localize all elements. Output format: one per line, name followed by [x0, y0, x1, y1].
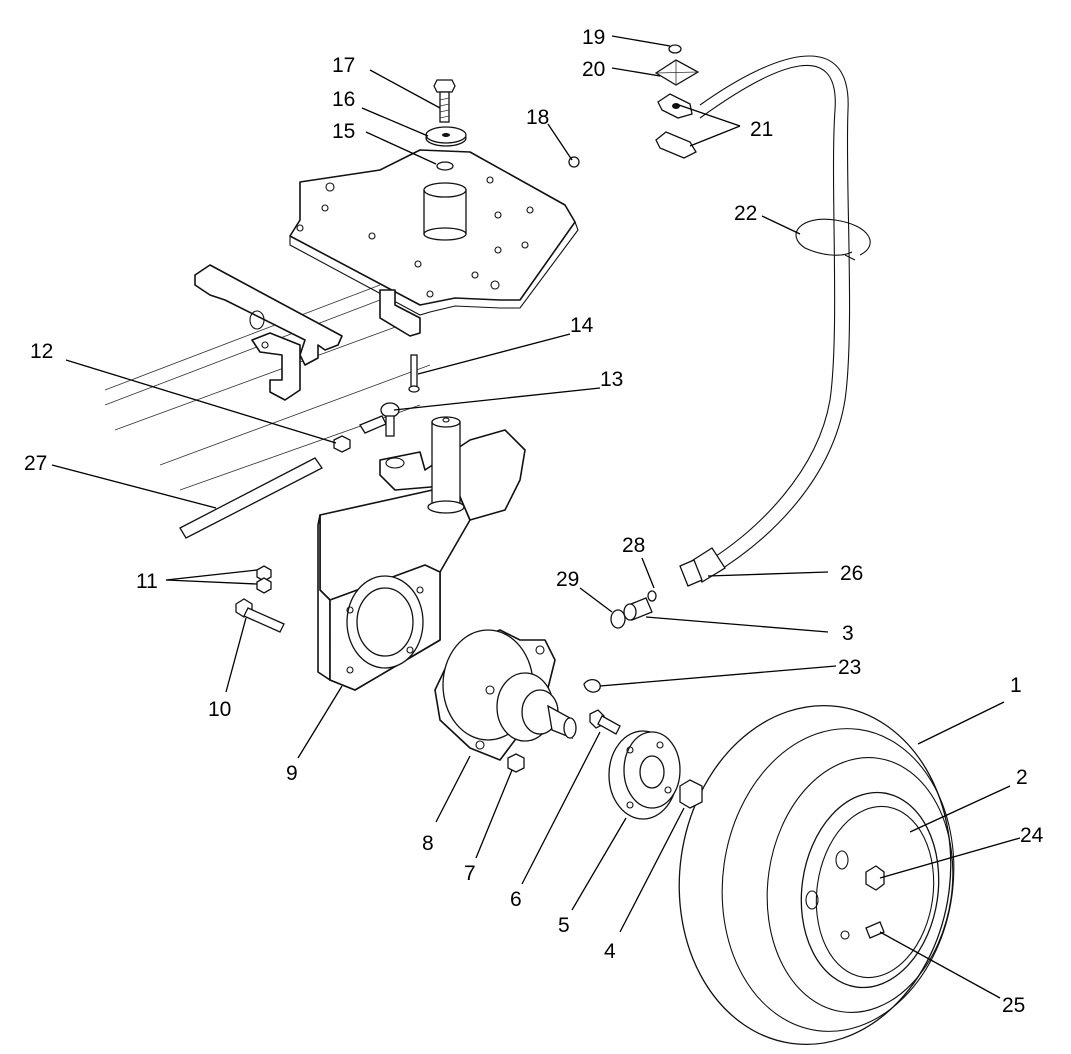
callout-28: 28 — [622, 534, 645, 557]
caster-fork — [317, 416, 526, 691]
callout-27: 27 — [24, 452, 47, 475]
callout-22: 22 — [734, 202, 757, 225]
callout-21: 21 — [750, 118, 773, 141]
callout-16: 16 — [332, 88, 355, 111]
callout-13: 13 — [600, 368, 623, 391]
callout-23: 23 — [838, 656, 861, 679]
wheel-hub — [608, 730, 681, 820]
callout-24: 24 — [1020, 824, 1044, 847]
callout-12: 12 — [30, 340, 53, 363]
callout-3: 3 — [842, 622, 854, 645]
callout-2: 2 — [1016, 766, 1028, 789]
callout-20: 20 — [582, 58, 605, 81]
callout-1: 1 — [1010, 674, 1022, 697]
callout-26: 26 — [840, 562, 863, 585]
callout-18: 18 — [526, 106, 549, 129]
callout-9: 9 — [286, 762, 298, 785]
callout-25: 25 — [1002, 994, 1025, 1017]
callout-7: 7 — [464, 862, 476, 885]
leader-lines — [51, 35, 1021, 999]
callout-4: 4 — [604, 940, 616, 963]
hydraulic-hose — [679, 55, 851, 587]
hub-housing — [434, 629, 577, 761]
callout-11: 11 — [136, 570, 158, 593]
callout-14: 14 — [570, 314, 594, 337]
frame-bracket — [194, 264, 343, 401]
callout-29: 29 — [556, 568, 579, 591]
mounting-plate — [289, 149, 579, 337]
wheel — [678, 704, 955, 1046]
frame-rails — [104, 284, 431, 491]
callout-labels: 1 2 3 4 5 6 7 8 9 10 11 12 13 14 15 16 1… — [24, 26, 1044, 1017]
callout-17: 17 — [332, 54, 355, 77]
callout-15: 15 — [332, 120, 355, 143]
callout-8: 8 — [422, 832, 434, 855]
hardware — [179, 44, 871, 809]
callout-6: 6 — [510, 888, 522, 911]
callout-19: 19 — [582, 26, 605, 49]
callout-5: 5 — [558, 914, 570, 937]
callout-10: 10 — [208, 698, 231, 721]
